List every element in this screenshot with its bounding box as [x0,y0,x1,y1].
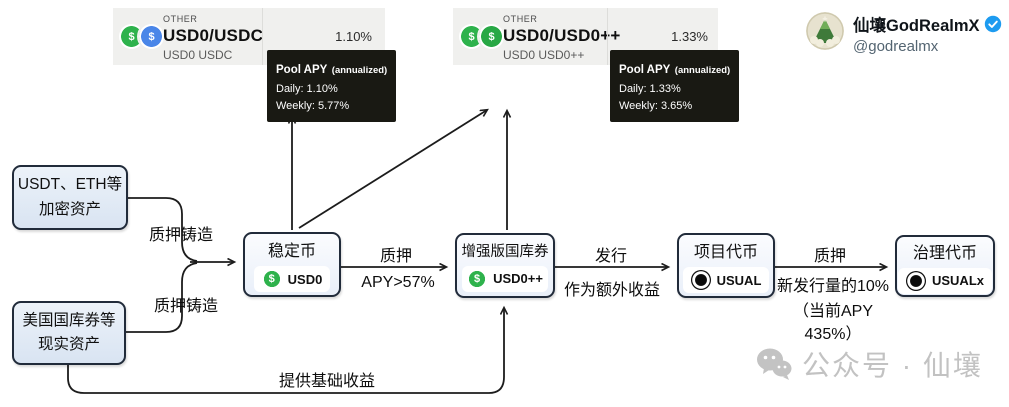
edge-crypto-to-merge [128,197,198,262]
tooltip-qualifier: (annualized) [331,65,388,76]
edge-base-yield [67,308,504,394]
usualx-coin-icon [905,270,926,291]
node-line: 加密资产 [38,200,101,218]
usual-coin-icon [690,270,711,290]
edge-label-issue: 发行 [594,248,628,265]
token-symbol: USD0++ [493,271,543,286]
token-pill: USUALx [897,267,992,294]
node-stablecoin: 稳定币 USD0 [243,232,341,297]
edge-real-to-merge [126,262,198,333]
pool-apy-value: 1.33% [671,29,708,44]
pool-pair-icons [459,24,504,49]
token-pill: USD0 [253,266,331,292]
tooltip-weekly: Weekly: 5.77% [276,99,350,112]
avatar[interactable] [806,12,844,50]
pool-apy-value: 1.10% [335,29,372,44]
pool-pair-name: USD0/USD0++ [503,25,621,45]
tooltip-title: Pool APY [619,64,671,76]
profile-name[interactable]: 仙壤GodRealmX [853,17,980,35]
tooltip-daily: Daily: 1.33% [619,83,681,95]
profile-handle[interactable]: @godrealmx [853,38,939,55]
wechat-icon [757,348,792,380]
token-pill: USD0++ [462,265,548,292]
profile-text: 仙壤GodRealmX @godrealmx [853,12,1002,55]
node-title: 稳定币 [267,243,316,260]
usd0pp-coin-icon [467,268,488,289]
twitter-profile: 仙壤GodRealmX @godrealmx [806,12,1002,55]
token-pill: USUAL [682,267,770,293]
node-title: 增强版国库券 [461,243,549,260]
edge-label-issue-note: 作为额外收益 [563,282,661,299]
pool-apy-tooltip-2: Pool APY (annualized) Daily: 1.33% Weekl… [610,50,740,122]
node-line: 现实资产 [37,336,100,353]
usd0-coin-icon [261,269,282,289]
pool-category: OTHER [163,14,198,24]
edge-label-stake2-note2: （当前APY [792,303,874,320]
edge-label-stake: 质押 [379,248,413,265]
tooltip-title-row: Pool APY (annualized) [619,57,730,81]
token-symbol: USUALx [931,273,984,288]
edge-label-stake-mint-top: 质押铸造 [148,227,214,244]
edge-label-stake2: 质押 [813,248,847,265]
token-symbol: USUAL [716,272,762,288]
pool-card-text: OTHER USD0/USDC USD0 USDC [163,14,263,63]
token-symbol: USD0 [287,271,323,287]
edge-label-stake-mint-bottom: 质押铸造 [153,298,219,315]
edge-label-base-yield: 提供基础收益 [278,373,376,390]
usd0pp-coin-icon [479,24,504,49]
verified-badge-icon [984,15,1001,33]
pool-pair-name: USD0/USDC [163,25,264,45]
edge-label-stake2-note3: 435%） [804,326,862,343]
watermark-text: 公众号 · 仙壤 [802,350,983,381]
node-crypto-assets: USDT、ETH等 加密资产 [12,165,128,230]
tooltip-title: Pool APY [276,64,328,76]
divider [262,8,263,65]
pool-token-names: USD0 USDC [163,48,233,63]
tooltip-weekly: Weekly: 3.65% [619,99,693,112]
usdc-coin-icon [139,24,164,49]
node-real-assets: 美国国库券等 现实资产 [12,301,126,365]
tooltip-daily: Daily: 1.10% [276,83,338,95]
node-line: USDT、ETH等 [17,176,123,194]
pool-pair-icons [119,24,164,49]
pool-token-names: USD0 USD0++ [503,48,585,63]
node-line: 美国国库券等 [22,311,116,329]
pool-card-text: OTHER USD0/USD0++ USD0 USD0++ [503,14,620,63]
tooltip-qualifier: (annualized) [674,65,731,76]
tooltip-title-row: Pool APY (annualized) [276,57,387,81]
divider [607,8,608,65]
edge-label-stake2-note1: 新发行量的10% [776,278,890,295]
node-title: 项目代币 [693,244,758,261]
node-governance-token: 治理代币 USUALx [895,235,995,297]
edge-stablecoin-to-pool2 [298,110,487,229]
edge-label-stake-apy: APY>57% [361,274,435,291]
node-enhanced-bond: 增强版国库券 USD0++ [455,233,555,298]
node-project-token: 项目代币 USUAL [677,233,775,298]
pool-apy-tooltip-1: Pool APY (annualized) Daily: 1.10% Weekl… [267,50,397,122]
node-title: 治理代币 [912,244,977,262]
wechat-watermark: 公众号 · 仙壤 [756,344,983,384]
pool-category: OTHER [503,14,538,24]
